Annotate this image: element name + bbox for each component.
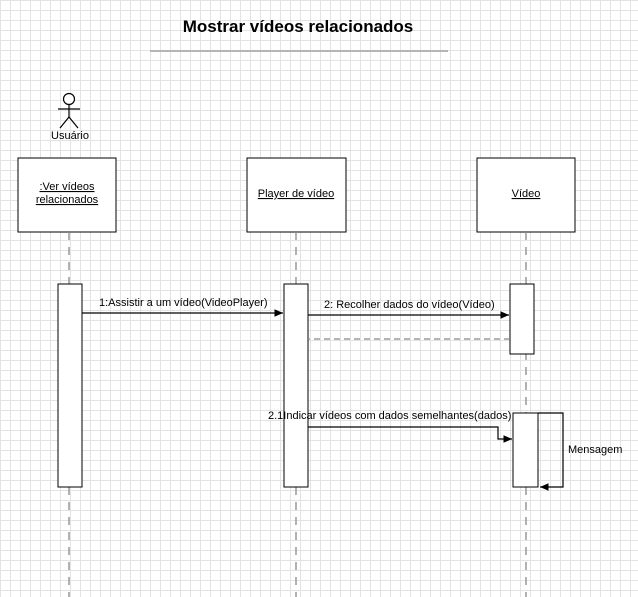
activation-video-1[interactable] (509, 283, 535, 355)
message-2-1-label: 2.1Indicar vídeos com dados semelhantes(… (268, 410, 511, 422)
lifeline-video-box[interactable] (476, 157, 576, 233)
activation-player[interactable] (283, 283, 309, 488)
lifeline-ver-videos-label-line2: relacionados (36, 194, 99, 206)
lifeline-ver-videos-box[interactable] (17, 157, 117, 233)
message-1-label: 1:Assistir a um vídeo(VideoPlayer) (99, 297, 268, 309)
message-2-label: 2: Recolher dados do vídeo(Vídeo) (324, 299, 495, 311)
message-self-arrow[interactable] (538, 412, 564, 491)
diagram-title: Mostrar vídeos relacionados (183, 17, 414, 36)
message-2-1-arrow[interactable] (308, 426, 512, 443)
activation-video-2[interactable] (512, 412, 539, 488)
message-self-label: Mensagem (568, 444, 622, 456)
lifeline-ver-videos-label-line1: :Ver vídeos (39, 181, 95, 193)
lifeline-video-label: Vídeo (512, 188, 541, 200)
activation-ver-videos[interactable] (57, 283, 83, 488)
actor-user-label: Usuário (51, 130, 89, 142)
actor-user-icon (58, 92, 80, 129)
lifeline-player-label: Player de vídeo (258, 188, 334, 200)
